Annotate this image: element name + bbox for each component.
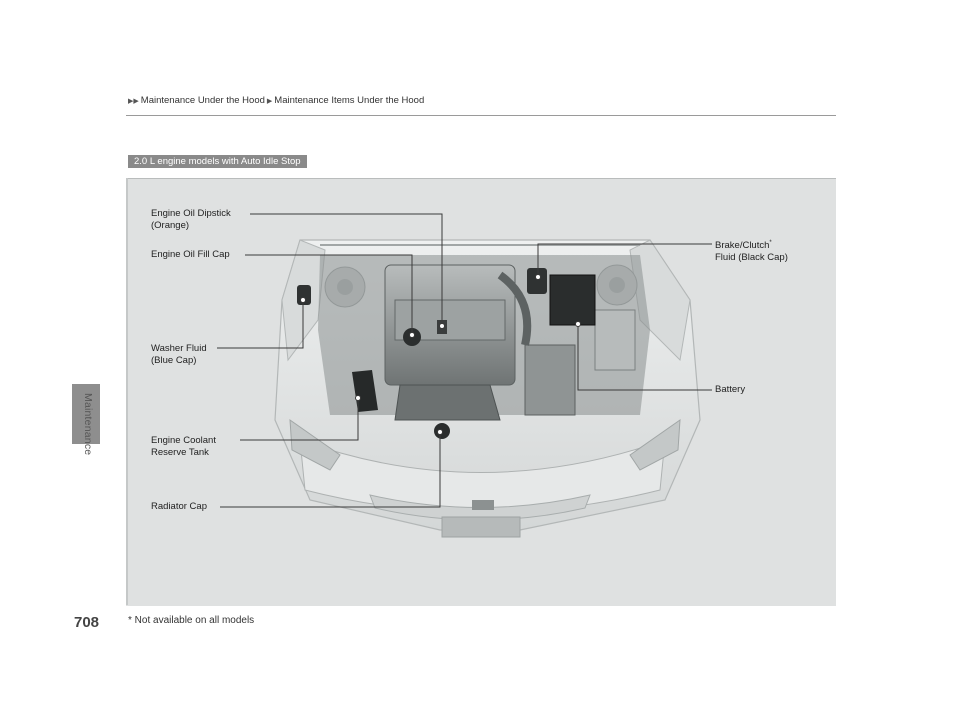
callout-points [300,274,581,435]
label-text: Brake/Clutch [715,240,770,252]
side-tab [72,0,100,722]
header-rule [126,115,836,116]
label-battery: Battery [715,384,746,395]
label-washer-fluid: Washer Fluid (Blue Cap) [151,343,207,366]
footnote: * Not available on all models [128,615,255,626]
label-brake-clutch-fluid: Brake/Clutch* Fluid (Black Cap) [715,238,788,263]
label-engine-oil-fill-cap: Engine Oil Fill Cap [151,249,230,260]
label-line: Reserve Tank [151,446,209,458]
breadcrumb-item[interactable]: Maintenance Under the Hood [140,95,265,106]
label-engine-oil-dipstick: Engine Oil Dipstick (Orange) [151,208,231,231]
label-line: (Orange) [151,219,190,231]
breadcrumb-arrow-icon: ▶ [266,97,273,105]
label-line: Washer Fluid [151,343,207,354]
label-line: Fluid (Black Cap) [715,251,788,263]
breadcrumb-item[interactable]: Maintenance Items Under the Hood [274,95,425,106]
label-line: Engine Coolant [151,435,216,446]
label-engine-coolant-reserve-tank: Engine Coolant Reserve Tank [151,435,216,458]
model-badge: 2.0 L engine models with Auto Idle Stop [128,155,307,168]
side-tab-marker [72,384,100,444]
breadcrumb-arrow-icon: ▶▶ [128,97,139,105]
page-number: 708 [74,614,100,631]
footnote-marker: * [769,240,772,246]
engine-bay [297,244,650,439]
label-line: Brake/Clutch* [715,238,788,252]
breadcrumb: ▶▶ Maintenance Under the Hood ▶ Maintena… [128,95,424,106]
panel-edge [126,178,128,605]
callout-lines [217,213,712,508]
label-line: Engine Oil Dipstick [151,208,231,219]
label-radiator-cap: Radiator Cap [151,501,207,512]
side-tab-label: Maintenance [82,393,94,456]
label-line: (Blue Cap) [151,354,197,366]
